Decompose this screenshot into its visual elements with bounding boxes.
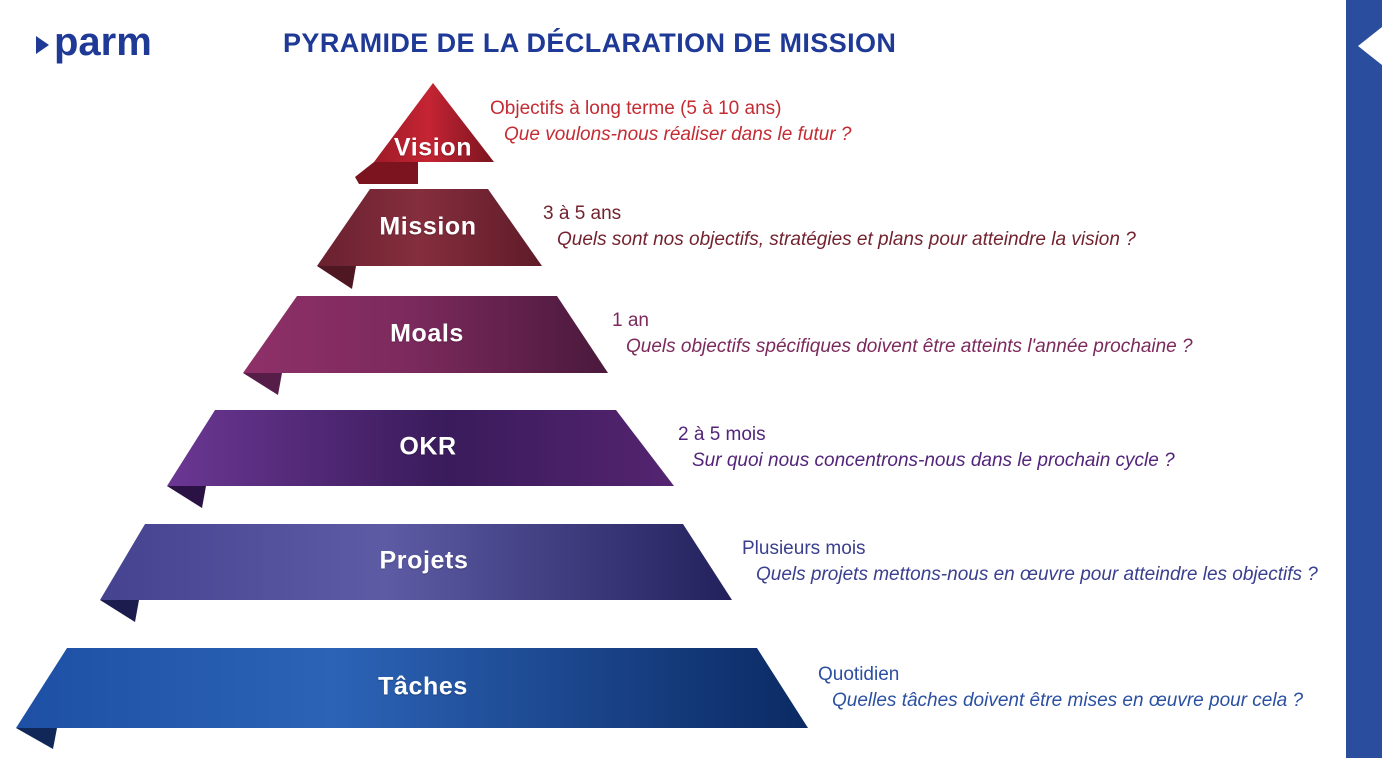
band-moals-flap [243,373,282,395]
annotation-moals: 1 an Quels objectifs spécifiques doivent… [612,308,1193,360]
timeframe-moals: 1 an [612,310,649,331]
band-mission [317,189,542,266]
logo: parm [36,22,152,62]
band-taches [16,648,808,728]
logo-text: parm [54,20,152,64]
white-left-arrow-icon [1358,27,1382,65]
band-label-projets: Projets [379,546,469,575]
play-triangle-icon [36,36,49,54]
band-label-taches: Tâches [378,672,468,701]
annotation-okr: 2 à 5 mois Sur quoi nous concentrons-nou… [678,422,1175,474]
question-taches: Quelles tâches doivent être mises en œuv… [832,690,1304,711]
page-title: PYRAMIDE DE LA DÉCLARATION DE MISSION [283,28,897,58]
timeframe-projets: Plusieurs mois [742,538,866,559]
annotation-taches: Quotidien Quelles tâches doivent être mi… [818,662,1303,714]
question-okr: Sur quoi nous concentrons-nous dans le p… [692,450,1175,471]
annotation-vision: Objectifs à long terme (5 à 10 ans) Que … [490,96,851,148]
annotation-mission: 3 à 5 ans Quels sont nos objectifs, stra… [543,201,1136,253]
question-projets: Quels projets mettons-nous en œuvre pour… [756,564,1318,585]
question-vision: Que voulons-nous réaliser dans le futur … [504,124,852,145]
accent-bar [1346,0,1382,758]
band-moals [243,296,608,373]
band-label-mission: Mission [379,212,477,241]
timeframe-okr: 2 à 5 mois [678,424,766,445]
band-label-vision: Vision [393,133,473,162]
band-taches-flap [16,728,57,749]
timeframe-mission: 3 à 5 ans [543,203,622,224]
band-projets [100,524,732,600]
question-moals: Quels objectifs spécifiques doivent être… [626,336,1193,357]
band-okr [167,410,674,486]
timeframe-vision: Objectifs à long terme (5 à 10 ans) [490,98,782,119]
question-mission: Quels sont nos objectifs, stratégies et … [557,229,1136,250]
band-label-okr: OKR [399,432,457,461]
band-vision-flap [355,162,418,184]
band-mission-flap [317,266,356,289]
band-vision [374,83,494,162]
band-projets-flap [100,600,139,622]
band-label-moals: Moals [390,319,464,348]
band-okr-flap [167,486,206,508]
annotation-projets: Plusieurs mois Quels projets mettons-nou… [742,536,1318,588]
timeframe-taches: Quotidien [818,664,900,685]
